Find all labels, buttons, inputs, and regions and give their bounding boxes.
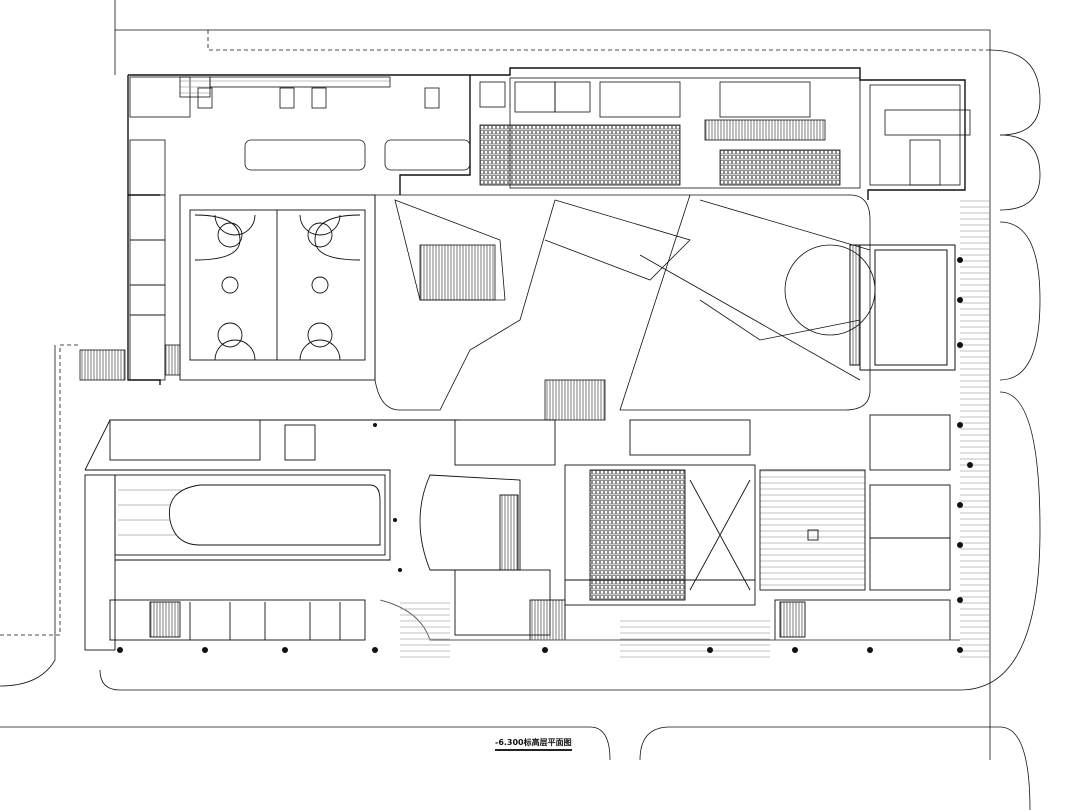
columns	[117, 257, 973, 653]
reading-rooms	[479, 77, 971, 189]
atrium	[374, 194, 876, 421]
theatre	[379, 200, 990, 660]
drawing-title: -6.300标高层平面图	[495, 737, 572, 751]
site-boundary	[0, 0, 1041, 810]
upper-rooms	[79, 76, 506, 381]
swimming-pool	[84, 419, 460, 651]
building-outline	[127, 67, 966, 385]
basketball-court	[179, 194, 376, 381]
gymnasium	[849, 244, 956, 371]
